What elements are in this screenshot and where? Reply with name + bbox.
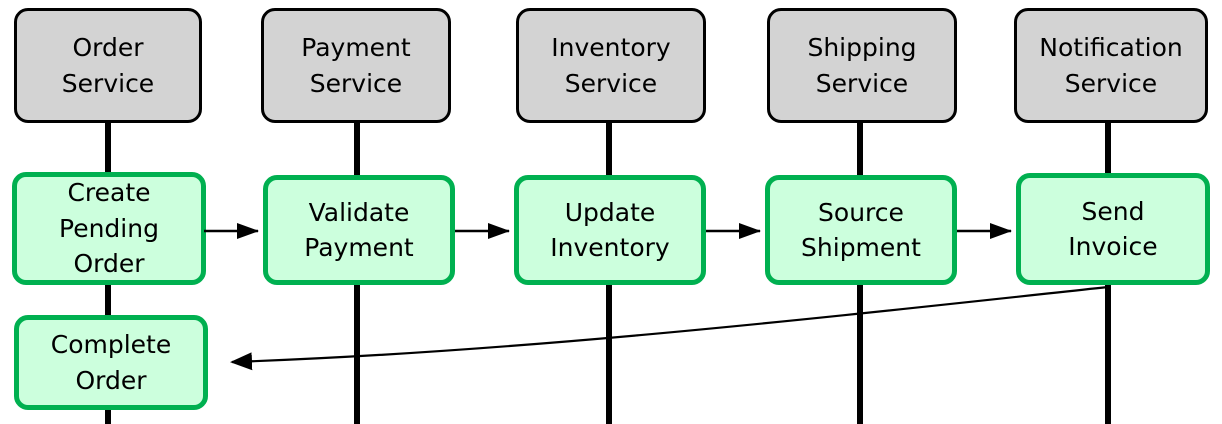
activation-source-shipment-label: Source Shipment: [801, 197, 921, 263]
activation-update-inventory-label: Update Inventory: [550, 197, 670, 263]
participant-payment-service[interactable]: Payment Service: [261, 8, 451, 123]
activation-send-invoice[interactable]: Send Invoice: [1016, 173, 1210, 285]
activation-source-shipment[interactable]: Source Shipment: [765, 175, 957, 285]
participant-order-service[interactable]: Order Service: [14, 8, 202, 123]
participant-order-service-label: Order Service: [61, 33, 155, 98]
participant-shipping-service[interactable]: Shipping Service: [767, 8, 957, 123]
activation-validate-payment[interactable]: Validate Payment: [263, 175, 455, 285]
participant-payment-service-label: Payment Service: [301, 33, 411, 98]
activation-update-inventory[interactable]: Update Inventory: [514, 175, 706, 285]
participant-inventory-service-label: Inventory Service: [551, 33, 671, 98]
participant-notification-service-label: Notification Service: [1039, 33, 1183, 98]
activation-complete-order[interactable]: Complete Order: [14, 315, 208, 410]
message-send-invoice-to-complete-order: [230, 285, 1109, 371]
participant-notification-service[interactable]: Notification Service: [1014, 8, 1208, 123]
activation-create-pending-order[interactable]: Create Pending Order: [12, 172, 206, 285]
message-arrow-curved: [230, 285, 1109, 371]
activation-send-invoice-label: Send Invoice: [1068, 196, 1158, 262]
activation-create-pending-order-label: Create Pending Order: [59, 178, 159, 279]
participant-inventory-service[interactable]: Inventory Service: [516, 8, 706, 123]
activation-complete-order-label: Complete Order: [50, 330, 172, 395]
activation-validate-payment-label: Validate Payment: [304, 197, 414, 263]
participant-shipping-service-label: Shipping Service: [807, 33, 917, 98]
